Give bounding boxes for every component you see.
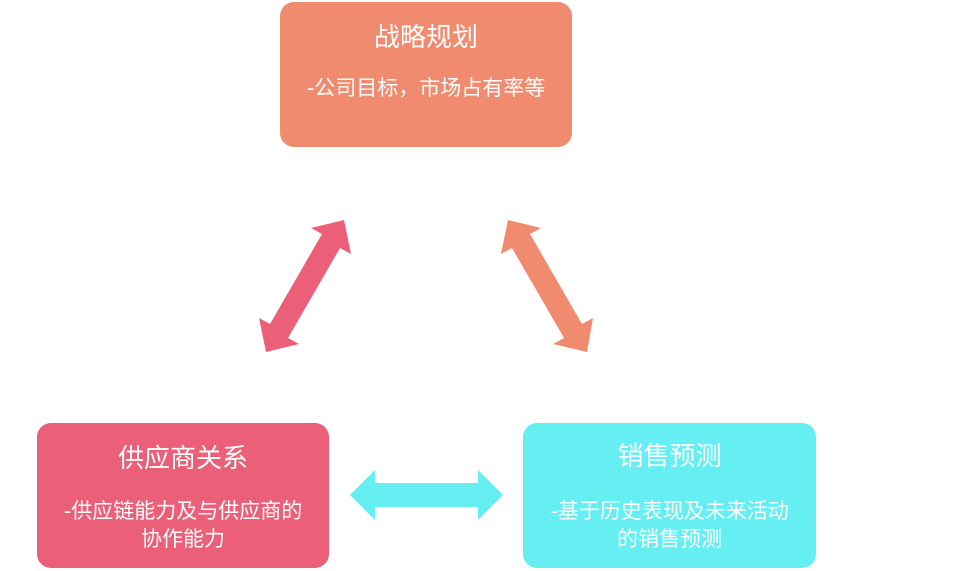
- arrow-supplier-sales: [350, 470, 503, 520]
- arrow-strategy-sales: [501, 220, 593, 352]
- strategy-node: 战略规划 -公司目标，市场占有率等: [280, 2, 572, 147]
- supplier-desc: -供应链能力及与供应商的协作能力: [63, 499, 303, 551]
- supplier-node: 供应商关系 -供应链能力及与供应商的协作能力: [37, 423, 329, 568]
- sales-title: 销售预测: [617, 442, 722, 472]
- arrow-strategy-supplier: [259, 220, 351, 352]
- strategy-title: 战略规划: [373, 23, 478, 53]
- supplier-title: 供应商关系: [117, 444, 248, 474]
- sales-desc: -基于历史表现及未来活动的销售预测: [550, 499, 789, 551]
- strategy-desc: -公司目标，市场占有率等: [306, 76, 546, 100]
- sales-node: 销售预测 -基于历史表现及未来活动的销售预测: [523, 423, 816, 568]
